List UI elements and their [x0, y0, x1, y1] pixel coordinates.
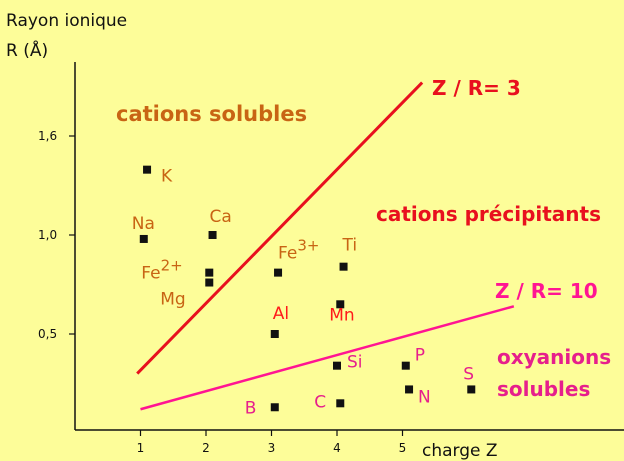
- data-point-label: Fe2+: [141, 257, 182, 284]
- element-symbol: Si: [347, 353, 363, 373]
- y-axis-label-line1: Rayon ionique: [6, 11, 127, 31]
- charge-superscript: 3+: [297, 237, 319, 255]
- data-point-marker: [143, 165, 152, 174]
- element-symbol: Ti: [342, 236, 358, 256]
- data-point-label: Na: [132, 214, 155, 234]
- line-label-z-r-10: Z / R= 10: [495, 279, 598, 303]
- element-symbol: Na: [132, 214, 155, 234]
- y-tick-label: 0,5: [38, 327, 57, 341]
- data-point-label: P: [415, 346, 425, 366]
- data-point-label: Ti: [342, 236, 358, 256]
- data-point-label: Ca: [210, 207, 232, 227]
- data-point-label: K: [161, 167, 173, 187]
- x-tick-label: 2: [202, 441, 210, 455]
- data-point-marker: [274, 268, 283, 277]
- data-point-label: Al: [273, 304, 289, 324]
- data-point-marker: [270, 403, 279, 412]
- y-axis-label-line2: R (Å): [6, 39, 48, 61]
- data-point-marker: [336, 399, 345, 408]
- element-symbol: C: [314, 392, 326, 412]
- reference-lines: [136, 81, 515, 411]
- element-symbol: Fe: [278, 244, 297, 264]
- data-point-label: Fe3+: [278, 237, 319, 264]
- region-label-oxyanions: oxyanions: [497, 345, 611, 369]
- reference-line: [140, 305, 515, 411]
- data-point-marker: [333, 361, 341, 370]
- data-point-label: Si: [347, 353, 363, 373]
- region-label-cations-precipitants: cations précipitants: [376, 202, 601, 226]
- region-labels: cations solubles cations précipitants ox…: [116, 102, 611, 401]
- data-point-marker: [208, 231, 217, 239]
- data-point-label: Mg: [160, 290, 185, 310]
- y-tick-label: 1,6: [38, 129, 57, 143]
- data-point-marker: [467, 385, 476, 394]
- element-symbol: Ca: [210, 207, 232, 227]
- data-point-marker: [270, 330, 279, 338]
- line-labels: Z / R= 3 Z / R= 10: [432, 76, 598, 303]
- data-point-marker: [336, 300, 345, 309]
- data-point-label: C: [314, 392, 326, 412]
- charge-superscript: 2+: [161, 257, 183, 275]
- data-point-marker: [401, 361, 410, 370]
- axes: [74, 62, 624, 431]
- x-axis-label: charge Z: [422, 441, 498, 461]
- y-ticks: 0,5 1,0 1,6: [38, 129, 75, 341]
- data-point-marker: [339, 262, 348, 271]
- data-point-label: Mn: [329, 305, 354, 325]
- element-symbol: S: [463, 364, 474, 384]
- element-symbol: Fe: [141, 264, 160, 284]
- element-symbol: P: [415, 346, 425, 366]
- element-symbol: Mg: [160, 290, 185, 310]
- data-point-marker: [139, 234, 148, 243]
- region-label-solubles: solubles: [497, 377, 590, 401]
- region-label-cations-solubles: cations solubles: [116, 102, 307, 126]
- x-tick-label: 4: [333, 441, 341, 455]
- data-point-label: S: [463, 364, 474, 384]
- element-symbol: K: [161, 167, 173, 187]
- element-symbol: Mn: [329, 305, 354, 325]
- x-tick-label: 5: [399, 441, 407, 455]
- data-point-marker: [205, 268, 214, 277]
- x-tick-label: 1: [137, 441, 145, 455]
- data-point-marker: [205, 278, 214, 287]
- element-symbol: B: [245, 398, 257, 418]
- data-point-label: N: [418, 387, 431, 407]
- data-point-label: B: [245, 398, 257, 418]
- reference-line: [136, 81, 424, 375]
- element-symbol: Al: [273, 304, 289, 324]
- data-point-marker: [405, 385, 414, 394]
- x-tick-label: 3: [268, 441, 276, 455]
- line-label-z-r-3: Z / R= 3: [432, 76, 521, 100]
- y-tick-label: 1,0: [38, 228, 57, 242]
- x-ticks: 1 2 3 4 5: [137, 430, 407, 455]
- element-symbol: N: [418, 387, 431, 407]
